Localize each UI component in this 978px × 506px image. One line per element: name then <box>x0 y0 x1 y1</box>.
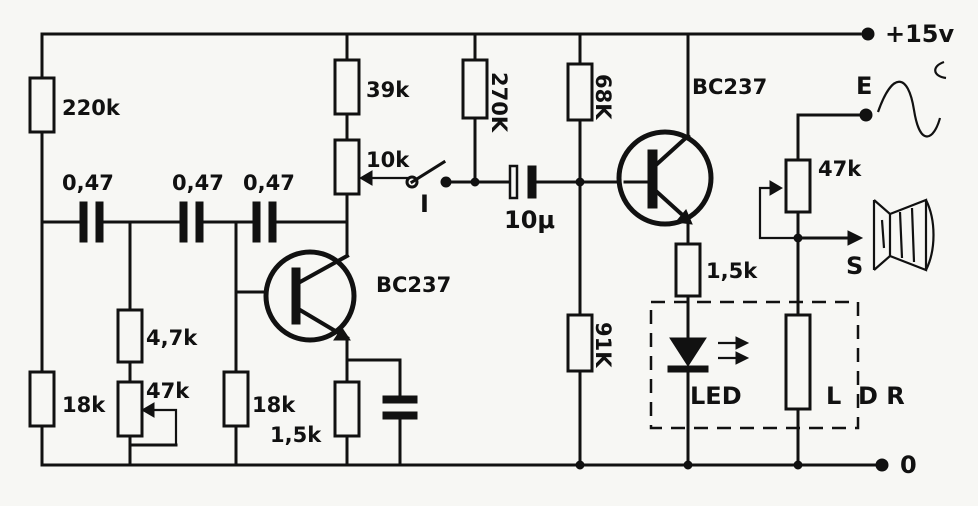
wiper-arrow-47k <box>141 402 155 418</box>
transistor-q2-label: BC237 <box>692 75 767 99</box>
resistor-220k-label: 220k <box>62 96 121 120</box>
led-diode-triangle <box>669 337 707 367</box>
resistor-18k-left <box>28 370 56 428</box>
supply-terminal <box>861 27 875 41</box>
output-terminal-label: S <box>846 252 863 280</box>
sine-wave-icon <box>876 80 942 138</box>
resistor-68k <box>566 62 594 122</box>
capacitor-2-label: 0,47 <box>172 171 224 195</box>
small-wave-icon <box>934 60 947 80</box>
led-light-arrow-1 <box>735 336 750 350</box>
capacitor-3-label: 0,47 <box>243 171 295 195</box>
capacitor-0.47-2-plate-a <box>179 201 188 243</box>
capacitor-0.47-1-plate-a <box>79 201 88 243</box>
resistor-18k-left-label: 18k <box>62 393 106 417</box>
ldr-resistor <box>784 313 812 411</box>
emitter-bypass-capacitor-plate-a <box>382 395 418 404</box>
ground-label: 0 <box>900 451 917 479</box>
resistor-4k7-label: 4,7k <box>146 326 198 350</box>
junction-divider <box>575 177 585 187</box>
speaker-icon <box>872 198 935 272</box>
resistor-18k-mid-label: 18k <box>252 393 296 417</box>
resistor-18k-mid <box>222 370 250 428</box>
output-arrow <box>847 230 864 246</box>
resistor-1k5-led-label: 1,5k <box>706 259 758 283</box>
switch-label: I <box>420 190 429 218</box>
resistor-220k <box>28 76 56 134</box>
led-label: LED <box>690 382 742 410</box>
ground-junction-3 <box>793 460 803 470</box>
ground-terminal <box>875 458 889 472</box>
capacitor-10u-label: 10μ <box>504 206 555 234</box>
resistor-39k <box>333 58 361 116</box>
transistor-q2-body <box>616 129 714 227</box>
transistor-q1-body <box>263 249 357 343</box>
ldr-label: L D R <box>826 382 905 410</box>
capacitor-0.47-3-plate-a <box>252 201 261 243</box>
potentiometer-47k-output-label: 47k <box>818 157 862 181</box>
potentiometer-47k <box>116 380 144 438</box>
input-terminal-e[interactable] <box>859 108 873 122</box>
resistor-1k5-led <box>674 242 702 298</box>
transistor-q1-label: BC237 <box>376 273 451 297</box>
ground-junction-2 <box>683 460 693 470</box>
resistor-91k-label: 91K <box>591 322 615 368</box>
optocoupler-enclosure <box>649 300 860 430</box>
resistor-1k5-emitter <box>333 380 361 438</box>
capacitor-1-label: 0,47 <box>62 171 114 195</box>
resistor-91k <box>566 313 594 373</box>
capacitor-10u-plate-a <box>508 164 519 200</box>
resistor-270k <box>461 58 489 120</box>
resistor-1k5-emitter-label: 1,5k <box>270 423 322 447</box>
transistor-q1-base <box>291 267 301 325</box>
resistor-39k-label: 39k <box>366 78 410 102</box>
supply-label: +15v <box>885 20 955 48</box>
led-light-arrow-2 <box>735 351 750 365</box>
potentiometer-10k-label: 10k <box>366 148 410 172</box>
wiper-arrow-10k <box>359 170 373 186</box>
junction-270k <box>470 177 480 187</box>
resistor-68k-label: 68K <box>591 74 615 120</box>
transistor-q2-base <box>647 149 658 209</box>
wiper-arrow-47k-output <box>769 180 783 196</box>
resistor-4k7 <box>116 308 144 364</box>
potentiometer-47k-output <box>784 158 812 214</box>
potentiometer-47k-label: 47k <box>146 379 190 403</box>
potentiometer-10k <box>333 138 361 196</box>
ground-junction-1 <box>575 460 585 470</box>
resistor-270k-label: 270K <box>487 72 511 133</box>
input-terminal-label: E <box>856 72 872 100</box>
switch-lever[interactable] <box>409 159 447 185</box>
